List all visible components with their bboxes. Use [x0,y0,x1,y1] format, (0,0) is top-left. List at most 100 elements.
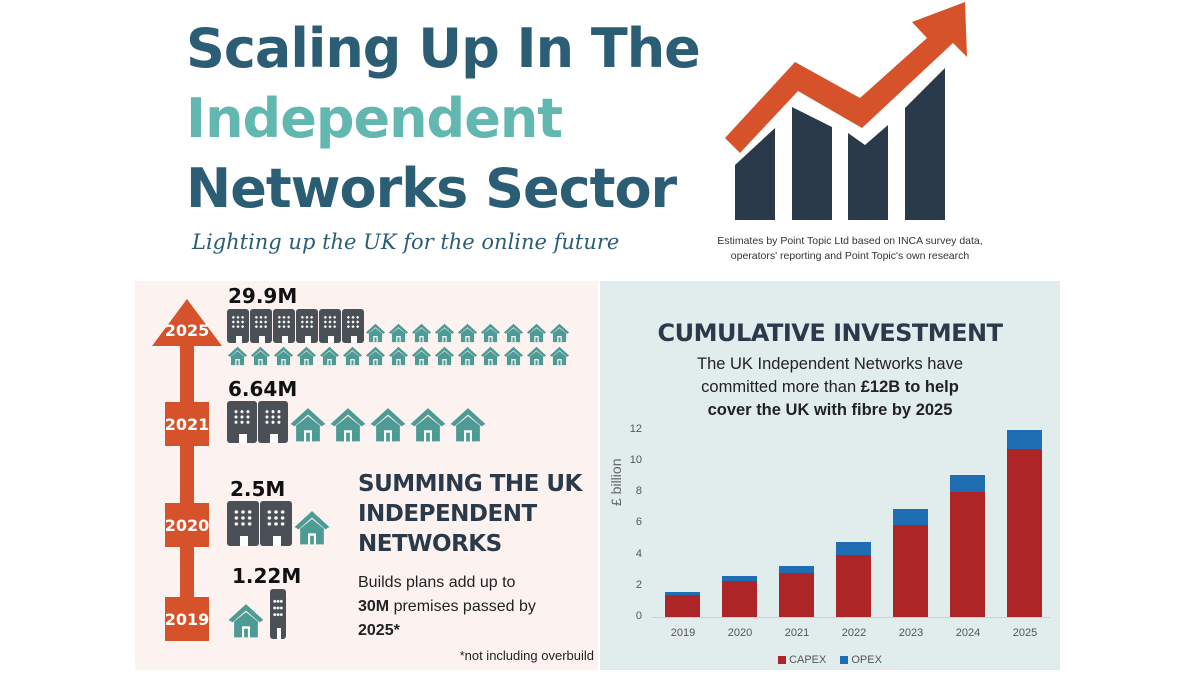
x-axis-line [652,617,1050,618]
y-tick-label: 8 [635,485,642,498]
house-icon [449,405,487,443]
opex-segment [893,509,928,525]
opex-segment [665,592,700,596]
year-2020-label: 2020 [164,515,210,535]
legend-label-capex: CAPEX [789,654,827,666]
capex-segment [836,554,871,617]
house-icon [388,345,409,366]
x-tick-label: 2023 [898,627,924,639]
capex-segment [1007,448,1042,617]
count-2019: 1.22M [232,564,302,588]
x-tick-label: 2025 [1012,627,1038,639]
building-icon [319,309,341,343]
premises-icons-2025 [227,309,582,366]
house-icon [273,345,294,366]
premises-icons-2019 [227,589,307,639]
building-icon [250,309,272,343]
house-icon [434,322,455,343]
year-2019-label: 2019 [164,609,210,629]
title-line-1: Scaling Up In The [186,17,701,80]
legend-label-opex: OPEX [851,654,882,666]
subtitle: Lighting up the UK for the online future [192,230,620,254]
investment-description: The UK Independent Networks have committ… [600,353,1060,422]
house-icon [411,345,432,366]
opex-segment [779,565,814,574]
house-icon [503,345,524,366]
summary-title-line-1: SUMMING THE UK [358,471,582,497]
house-icon [365,322,386,343]
house-icon [434,345,455,366]
capex-segment [779,573,814,617]
investment-desc-line-3: cover the UK with fibre by 2025 [707,401,953,419]
year-2025-label: 2025 [164,321,210,340]
building-icon [273,309,295,343]
premises-timeline-panel: 2025 2021 2020 2019 29.9M 6.64M 2.5M 1.2… [135,281,598,670]
premises-icons-2021 [227,401,527,443]
house-icon [457,322,478,343]
opex-segment [1007,429,1042,449]
summary-text: Builds plans add up to 30M premises pass… [358,571,536,643]
house-icon [227,601,265,639]
house-icon [549,345,570,366]
year-2019-box: 2019 [165,597,209,641]
bar-2024 [950,475,985,617]
y-tick-label: 6 [635,516,642,529]
house-icon [503,322,524,343]
opex-segment [950,475,985,493]
building-icon [227,309,249,343]
bar-2022 [836,542,871,617]
building-icon [260,501,292,547]
source-note: Estimates by Point Topic Ltd based on IN… [690,234,1010,264]
count-2021: 6.64M [228,377,298,401]
legend-item-capex: CAPEX [778,654,826,666]
house-icon [388,322,409,343]
building-icon [227,501,259,547]
capex-segment [893,524,928,617]
house-icon [293,508,331,546]
house-icon [480,345,501,366]
house-icon [319,345,340,366]
year-2021-box: 2021 [165,402,209,446]
bar-2023 [893,509,928,617]
house-icon [526,322,547,343]
page-title: Scaling Up In The Independent Networks S… [186,14,701,224]
count-2025: 29.9M [228,284,298,308]
bar-2021 [779,565,814,617]
year-2020-box: 2020 [165,503,209,547]
capex-swatch [778,656,787,664]
y-tick-label: 2 [635,578,642,591]
capex-segment [665,595,700,617]
capex-segment [722,581,757,617]
summary-text-line-2: premises passed by [389,598,536,615]
house-icon [289,405,327,443]
building-icon [258,401,288,443]
y-tick-label: 10 [629,454,642,466]
premises-icons-2020 [227,501,347,547]
house-icon [250,345,271,366]
investment-desc-highlight: £12B to help [860,378,959,396]
opex-segment [836,542,871,555]
house-icon [365,345,386,366]
house-icon [342,345,363,366]
bar-2020 [722,576,757,617]
house-icon [549,322,570,343]
building-icon [227,401,257,443]
opex-swatch [840,656,849,664]
house-icon [526,345,547,366]
summary-highlight-2025: 2025* [358,622,400,639]
x-tick-label: 2022 [841,627,867,639]
building-icon [296,309,318,343]
x-tick-label: 2021 [784,627,810,639]
house-icon [480,322,501,343]
y-tick-label: 4 [635,547,642,560]
capex-segment [950,492,985,617]
count-2020: 2.5M [230,477,286,501]
y-tick-label: 12 [629,422,642,435]
timeline-stem [180,341,194,621]
source-line-2: operators' reporting and Point Topic's o… [730,250,970,262]
building-icon [342,309,364,343]
x-tick-label: 2020 [727,627,753,639]
investment-desc-line-1: The UK Independent Networks have [697,355,963,373]
title-line-3: Networks Sector [186,157,677,220]
